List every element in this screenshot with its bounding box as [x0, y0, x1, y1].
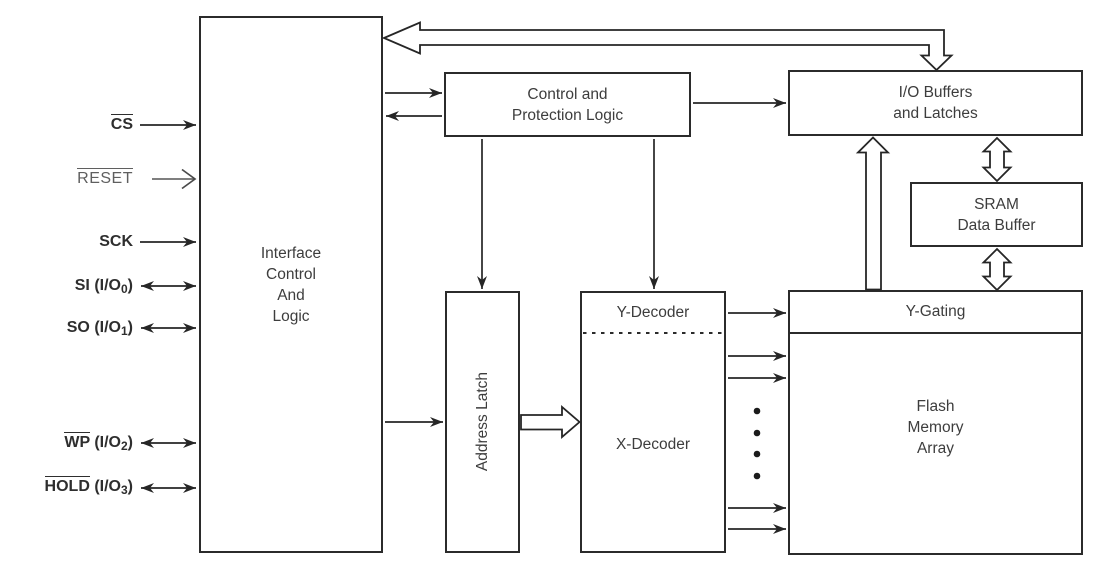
- pin-wp-overline: WP: [64, 432, 90, 451]
- hollow-arrow-y-gating-to-io-buffers: [855, 136, 891, 291]
- block-x-y-decoder: Y-Decoder X-Decoder: [580, 291, 726, 553]
- pin-wp: WP (I/O2): [64, 432, 133, 453]
- block-interface-control-logic: Interface Control And Logic: [199, 16, 383, 553]
- block-flash-memory-array: Y-Gating Flash Memory Array: [788, 290, 1083, 555]
- pin-sck: SCK: [99, 233, 133, 250]
- block-label: Address Latch: [474, 372, 491, 472]
- block-io-buffers-latches: I/O Buffers and Latches: [788, 70, 1083, 136]
- block-label: I/O Buffers: [898, 84, 973, 101]
- label-y-decoder: Y-Decoder: [616, 304, 690, 321]
- label-y-gating: Y-Gating: [790, 292, 1081, 334]
- pin-cs-overline: CS: [110, 114, 133, 133]
- pin-reset-overline: RESET: [77, 168, 133, 187]
- label-flash-memory-array: Flash Memory Array: [907, 398, 964, 457]
- hollow-arrow-address-latch-to-x-decoder: [520, 405, 581, 439]
- block-label: Interface: [260, 244, 322, 262]
- block-sram-data-buffer: SRAM Data Buffer: [910, 182, 1083, 247]
- label-x-decoder: X-Decoder: [615, 436, 691, 453]
- block-control-protection-logic: Control and Protection Logic: [444, 72, 691, 137]
- ellipsis-dots: [753, 407, 761, 480]
- hollow-arrow-io-buffers-to-interface: [381, 21, 954, 72]
- pin-so: SO (I/O1): [66, 319, 133, 338]
- pin-cs: CS: [6, 113, 133, 137]
- hollow-arrow-io-buffers-sram: [981, 136, 1013, 183]
- pin-reset: RESET: [6, 167, 133, 191]
- block-label: Control and: [527, 85, 608, 103]
- pin-hold-overline: HOLD: [44, 476, 90, 495]
- block-address-latch: Address Latch: [445, 291, 520, 553]
- pin-hold: HOLD (I/O3): [44, 476, 133, 497]
- hollow-arrow-sram-y-gating: [981, 247, 1013, 292]
- pin-si: SI (I/O0): [74, 277, 133, 296]
- block-label: SRAM: [974, 195, 1019, 213]
